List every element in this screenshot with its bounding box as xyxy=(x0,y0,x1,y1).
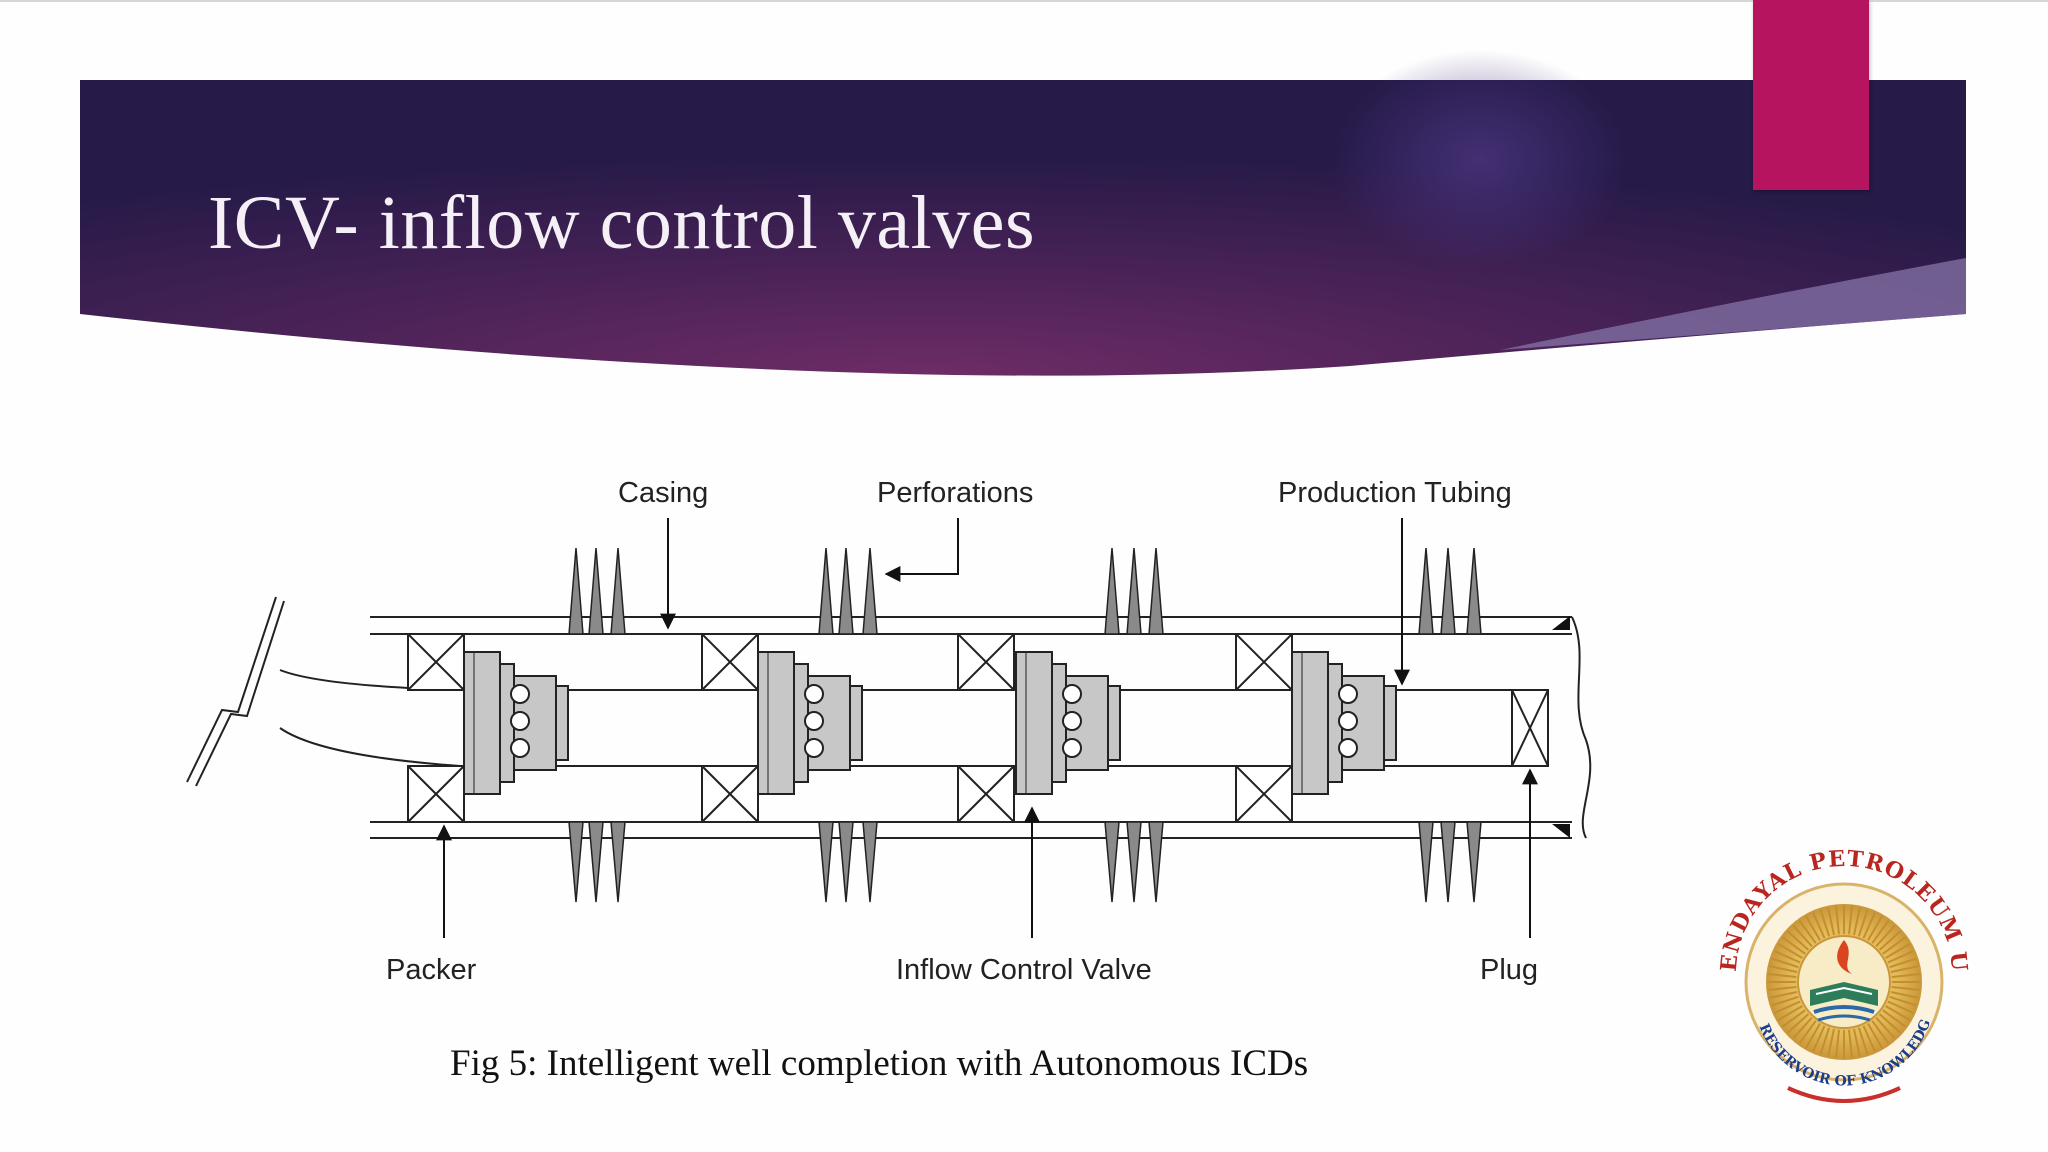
inflow-control-valves xyxy=(463,651,1397,795)
perforation-cluster-3 xyxy=(1104,547,1164,903)
packer-3-bottom xyxy=(957,765,1015,823)
packer-1-top xyxy=(407,633,465,691)
perforation-cluster-2 xyxy=(818,547,878,903)
plug xyxy=(1511,689,1549,767)
packers xyxy=(407,633,1293,823)
title-banner xyxy=(80,50,1966,376)
valve-3 xyxy=(1015,651,1121,795)
casing-break-triangle-top xyxy=(1552,616,1570,630)
perforation-cluster-4 xyxy=(1418,547,1482,903)
break-line xyxy=(1571,616,1592,839)
packer-4-top xyxy=(1235,633,1293,691)
label-perforations: Perforations xyxy=(877,477,1033,509)
page-title: ICV- inflow control valves xyxy=(208,181,1036,265)
break-symbol xyxy=(186,596,285,787)
top-rule xyxy=(0,0,2048,2)
valve-1 xyxy=(463,651,569,795)
accent-tab xyxy=(1753,0,1869,190)
label-production-tubing: Production Tubing xyxy=(1278,477,1512,509)
packer-2-bottom xyxy=(701,765,759,823)
packer-2-top xyxy=(701,633,759,691)
perforation-cluster-1 xyxy=(568,547,626,903)
valve-2 xyxy=(757,651,863,795)
label-plug: Plug xyxy=(1480,954,1538,986)
callout-arrows xyxy=(436,518,1538,938)
label-casing: Casing xyxy=(618,477,708,509)
packer-3-top xyxy=(957,633,1015,691)
packer-1-bottom xyxy=(407,765,465,823)
university-seal-logo: PANDIT DEENDAYAL PETROLEUM UNIVERSITY A … xyxy=(1706,842,1971,1103)
casing-break-triangle-bottom xyxy=(1552,824,1570,838)
label-inflow-control-valve: Inflow Control Valve xyxy=(896,954,1152,986)
valve-4 xyxy=(1291,651,1397,795)
label-packer: Packer xyxy=(386,954,477,986)
perforations xyxy=(568,547,1482,903)
packer-4-bottom xyxy=(1235,765,1293,823)
figure-caption: Fig 5: Intelligent well completion with … xyxy=(450,1043,1309,1084)
